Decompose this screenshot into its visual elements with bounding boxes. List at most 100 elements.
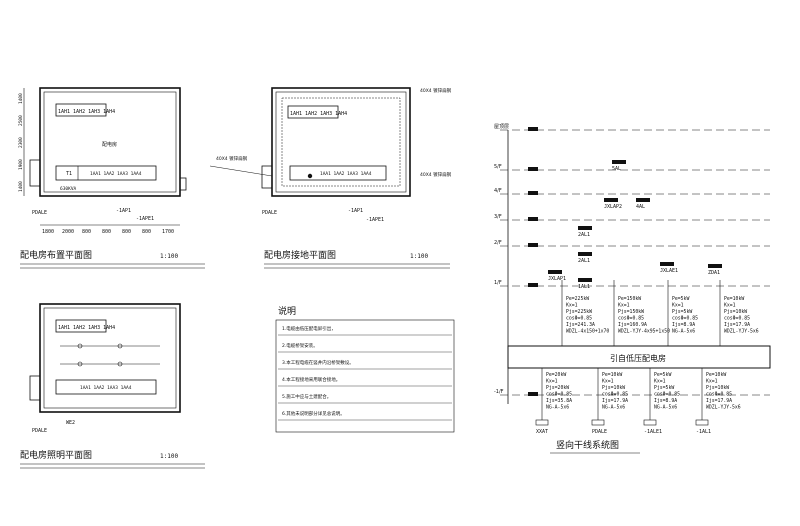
room-outline [271,87,411,197]
pdale-tag: PDALE [262,210,277,216]
transformer-label: T1 [66,171,72,177]
feeder-param: Ijs=241.3A [566,322,595,328]
lv-panel-labels: 1AA1 1AA2 1AA3 1AA4 [90,171,142,177]
pdale-tag: PDALE [32,210,47,216]
floor-tap [528,191,538,195]
feeder-param: WDZL-YJY-5x6 [706,405,741,411]
room-inner-outline [275,91,407,193]
layout-plan: 1AH1 1AH2 1AH3 1AH4 配电房 T1 630KVA 1AA1 1… [18,87,205,269]
feeder-param: Pjs=10kW [724,309,747,315]
riser-box-label: 2AL1 [578,258,590,264]
dim-bottom-value: 800 [82,229,91,235]
floor-label: 5/F [494,164,502,170]
riser-title: 竖向干线系统图 [556,439,619,451]
ground-note-top: 40X4 镀锌扁钢 [420,87,452,94]
ground-note-left: 40X4 镀锌扁钢 [216,155,248,162]
feeder-param: Pjs=150kW [618,309,644,315]
transformer-rating: 630KVA [60,186,77,192]
riser-box [578,226,592,230]
riser-box [604,198,618,202]
dim-left-value: 2500 [18,115,24,126]
room-inner-outline [43,91,177,193]
feeder-param: cosΦ=0.85 [618,316,644,322]
ground-point [307,173,313,179]
note-item: 4.本工程接地采用联合接地。 [282,376,340,383]
note-item: 3.本工程电缆在竖井内沿桥架敷设。 [282,359,354,366]
feeder-param: Ijs=8.9A [672,322,695,328]
feeder-param: Kx=1 [618,303,630,309]
lv-panels [55,379,157,395]
pdale-tag: PDALE [32,428,47,434]
room-inner-outline [43,307,177,409]
feeder-param: Kx=1 [602,379,614,385]
ground-note-right: 40X4 镀锌扁钢 [420,171,452,178]
riser-box-label: 1AL1 [578,284,590,290]
feeder-param: Kx=1 [672,303,684,309]
hv-panels [287,105,339,119]
note-item: 1.电缆由低压配电屏引出， [282,325,336,332]
riser-box-label: 5AL [612,166,621,172]
feeder-param: Pjs=5kW [654,385,674,391]
busbar-box [507,345,771,369]
floor-tap [528,392,538,396]
note-item: 6.其他未说明部分详见总说明。 [282,410,345,417]
feeder-param: Ijs=8.9A [654,398,677,404]
feeder-box [695,419,709,426]
grounding-plan-scale: 1:100 [410,253,428,260]
riser-box-label: JXLAE1 [660,268,678,274]
feeder-param: cosΦ=0.85 [546,392,572,398]
lv-panels [55,165,157,181]
feeder-param: cosΦ=0.85 [566,316,592,322]
feeder-param: cosΦ=0.85 [654,392,680,398]
lower-feeders: Pe=20kWKx=1Pjs=20kWcosΦ=0.85Ijs=35.8ANG-… [535,368,741,435]
floor-tap [528,243,538,247]
feeder-param: Pe=20kW [546,372,566,378]
feeder-param: Kx=1 [566,303,578,309]
upper-feeders: Pe=225kWKx=1Pjs=225kWcosΦ=0.85Ijs=241.3A… [561,280,759,346]
hv-panel-labels: 1AH1 1AH2 1AH3 1AH4 [290,111,347,117]
feeder-param: Pjs=20kW [546,385,569,391]
lighting-plan-title: 配电房照明平面图 [20,449,92,461]
hv-panels [55,319,107,333]
floor-tap [528,217,538,221]
room-outline [39,303,181,413]
feeder-param: Ijs=17.9A [602,398,628,404]
dim-left-value: 1400 [18,181,24,192]
lv-panel-labels: 1AA1 1AA2 1AA3 1AA4 [80,385,132,391]
feeder-tag: XXAT [536,429,548,435]
feeder-param: Kx=1 [654,379,666,385]
busbar-label: 引自低压配电房 [610,353,666,363]
dim-bottom-value: 800 [102,229,111,235]
door [29,375,41,401]
riser-box-label: JXLAP1 [548,276,566,282]
feeder-param: NG-A-5x6 [546,405,569,411]
feeder-param: cosΦ=0.85 [602,392,628,398]
door [261,165,273,189]
floor-label: 1/F [494,280,502,286]
dim-left-value: 1900 [18,159,24,170]
floor-label: 4/F [494,188,502,194]
dim-bottom-value: 800 [142,229,151,235]
riser-box [636,198,650,202]
riser-box [660,262,674,266]
ground-ring [281,97,401,187]
feeder-box [591,419,605,426]
riser-box [612,160,626,164]
note-item: 5.施工中应与土建配合。 [282,393,331,400]
notes-frame [275,319,455,433]
hv-panel-labels: 1AH1 1AH2 1AH3 1AH4 [58,109,115,115]
dim-bottom-value: 2000 [62,229,74,235]
grounding-plan-title: 配电房接地平面图 [264,249,336,261]
feeder-param: WDZL-YJY-4x95+1x50 [618,329,670,335]
ap1-tag: -1AP1 [116,208,131,214]
feeder-tag: PDALE [592,429,607,435]
feeder-param: Pe=10kW [706,372,726,378]
feeder-param: Pjs=225kW [566,309,592,315]
lv-panel-labels: 1AA1 1AA2 1AA3 1AA4 [320,171,372,177]
feeder-param: Pjs=10kW [602,385,625,391]
grounding-plan: 1AH1 1AH2 1AH3 1AH4 1AA1 1AA2 1AA3 1AA4 … [209,87,452,269]
